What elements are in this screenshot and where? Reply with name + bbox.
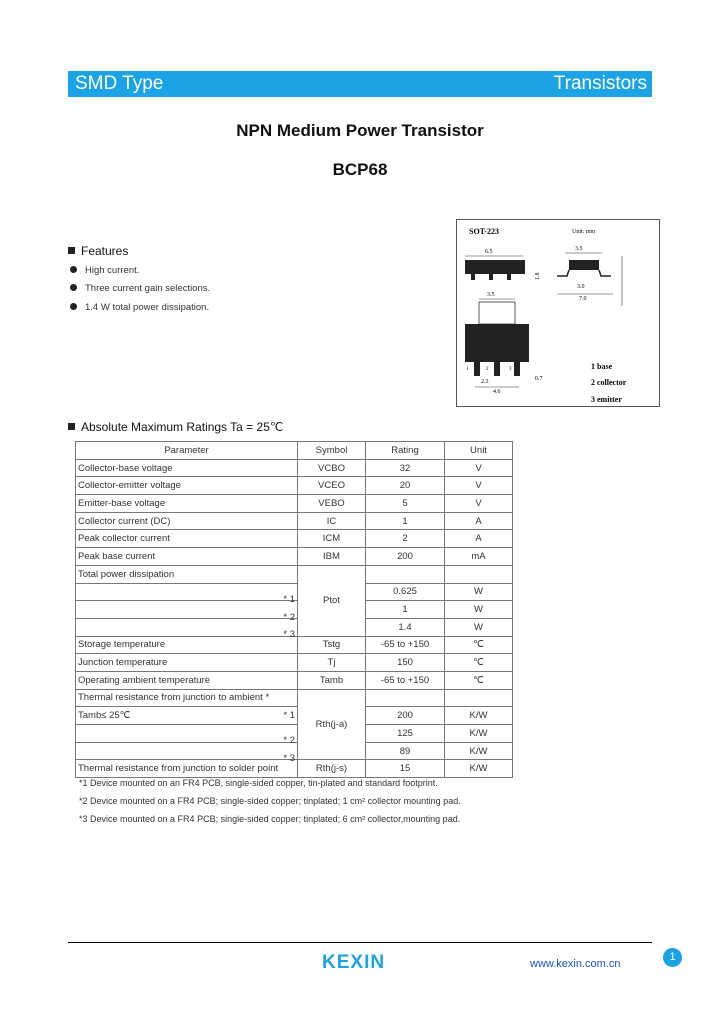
website-link[interactable]: www.kexin.com.cn [530,958,621,970]
kexin-logo: KEXIN [322,952,386,973]
footer-divider [68,942,652,943]
bullet-square-icon [68,247,75,254]
svg-text:1: 1 [466,367,469,372]
footnote: *3 Device mounted on a FR4 PCB; single-s… [79,814,461,824]
pin-label: 3 emitter [591,395,622,404]
feature-item: 1.4 W total power dissipation. [70,302,209,313]
svg-text:2: 2 [486,367,489,372]
header-banner: SMD Type Transistors [68,71,652,97]
header-right: Transistors [553,73,647,94]
page-title: NPN Medium Power Transistor [236,121,484,140]
bullet-square-icon [68,423,75,430]
pin-label: 2 collector [591,378,627,387]
sot223-outline-diagram: SOT-223 Unit: mm 6.5 3.5 3.0 7.0 1.8 3.5… [465,227,627,404]
dim-label: 1.8 [535,273,541,281]
dim-label: 7.0 [579,296,587,302]
table-row: Thermal resistance from junction to ambi… [75,688,513,761]
column-header: Unit [444,441,513,460]
dim-label: 2.3 [481,379,489,385]
part-number: BCP68 [332,160,388,179]
bullet-dot-icon [70,266,77,273]
ratings-table: Parameter Symbol Rating Unit Collector-b… [75,441,513,779]
pin-label: 1 base [591,362,613,371]
footnote: *1 Device mounted on an FR4 PCB, single-… [79,778,438,788]
bullet-dot-icon [70,284,77,291]
unit-label: Unit: mm [572,229,596,235]
dim-label: 3.5 [487,292,495,298]
footnote: *2 Device mounted on a FR4 PCB; single-s… [79,796,461,806]
dim-label: 3.5 [575,246,583,252]
column-header: Rating [365,441,445,460]
feature-item: Three current gain selections. [70,283,210,294]
column-header: Symbol [297,441,366,460]
package-drawing: SOT-223 Unit: mm 6.5 3.5 3.0 7.0 1.8 3.5… [456,219,660,407]
features-heading: Features [68,244,128,258]
table-row: Total power dissipation Ptot [75,564,513,637]
dim-label: 4.6 [493,389,501,395]
column-header: Parameter [75,441,298,460]
table-row: Thermal resistance from junction to sold… [75,759,513,779]
page-number-badge: 1 [663,948,682,967]
header-left: SMD Type [75,73,164,94]
svg-text:3: 3 [509,367,512,372]
package-name: SOT-223 [469,227,499,236]
dim-label: 0.7 [535,376,543,382]
table-header-row: Parameter Symbol Rating Unit [75,441,513,460]
feature-item: High current. [70,265,139,276]
bullet-dot-icon [70,303,77,310]
dim-label: 3.0 [577,284,585,290]
dim-label: 6.5 [485,249,493,255]
ratings-heading: Absolute Maximum Ratings Ta = 25℃ [68,420,283,434]
